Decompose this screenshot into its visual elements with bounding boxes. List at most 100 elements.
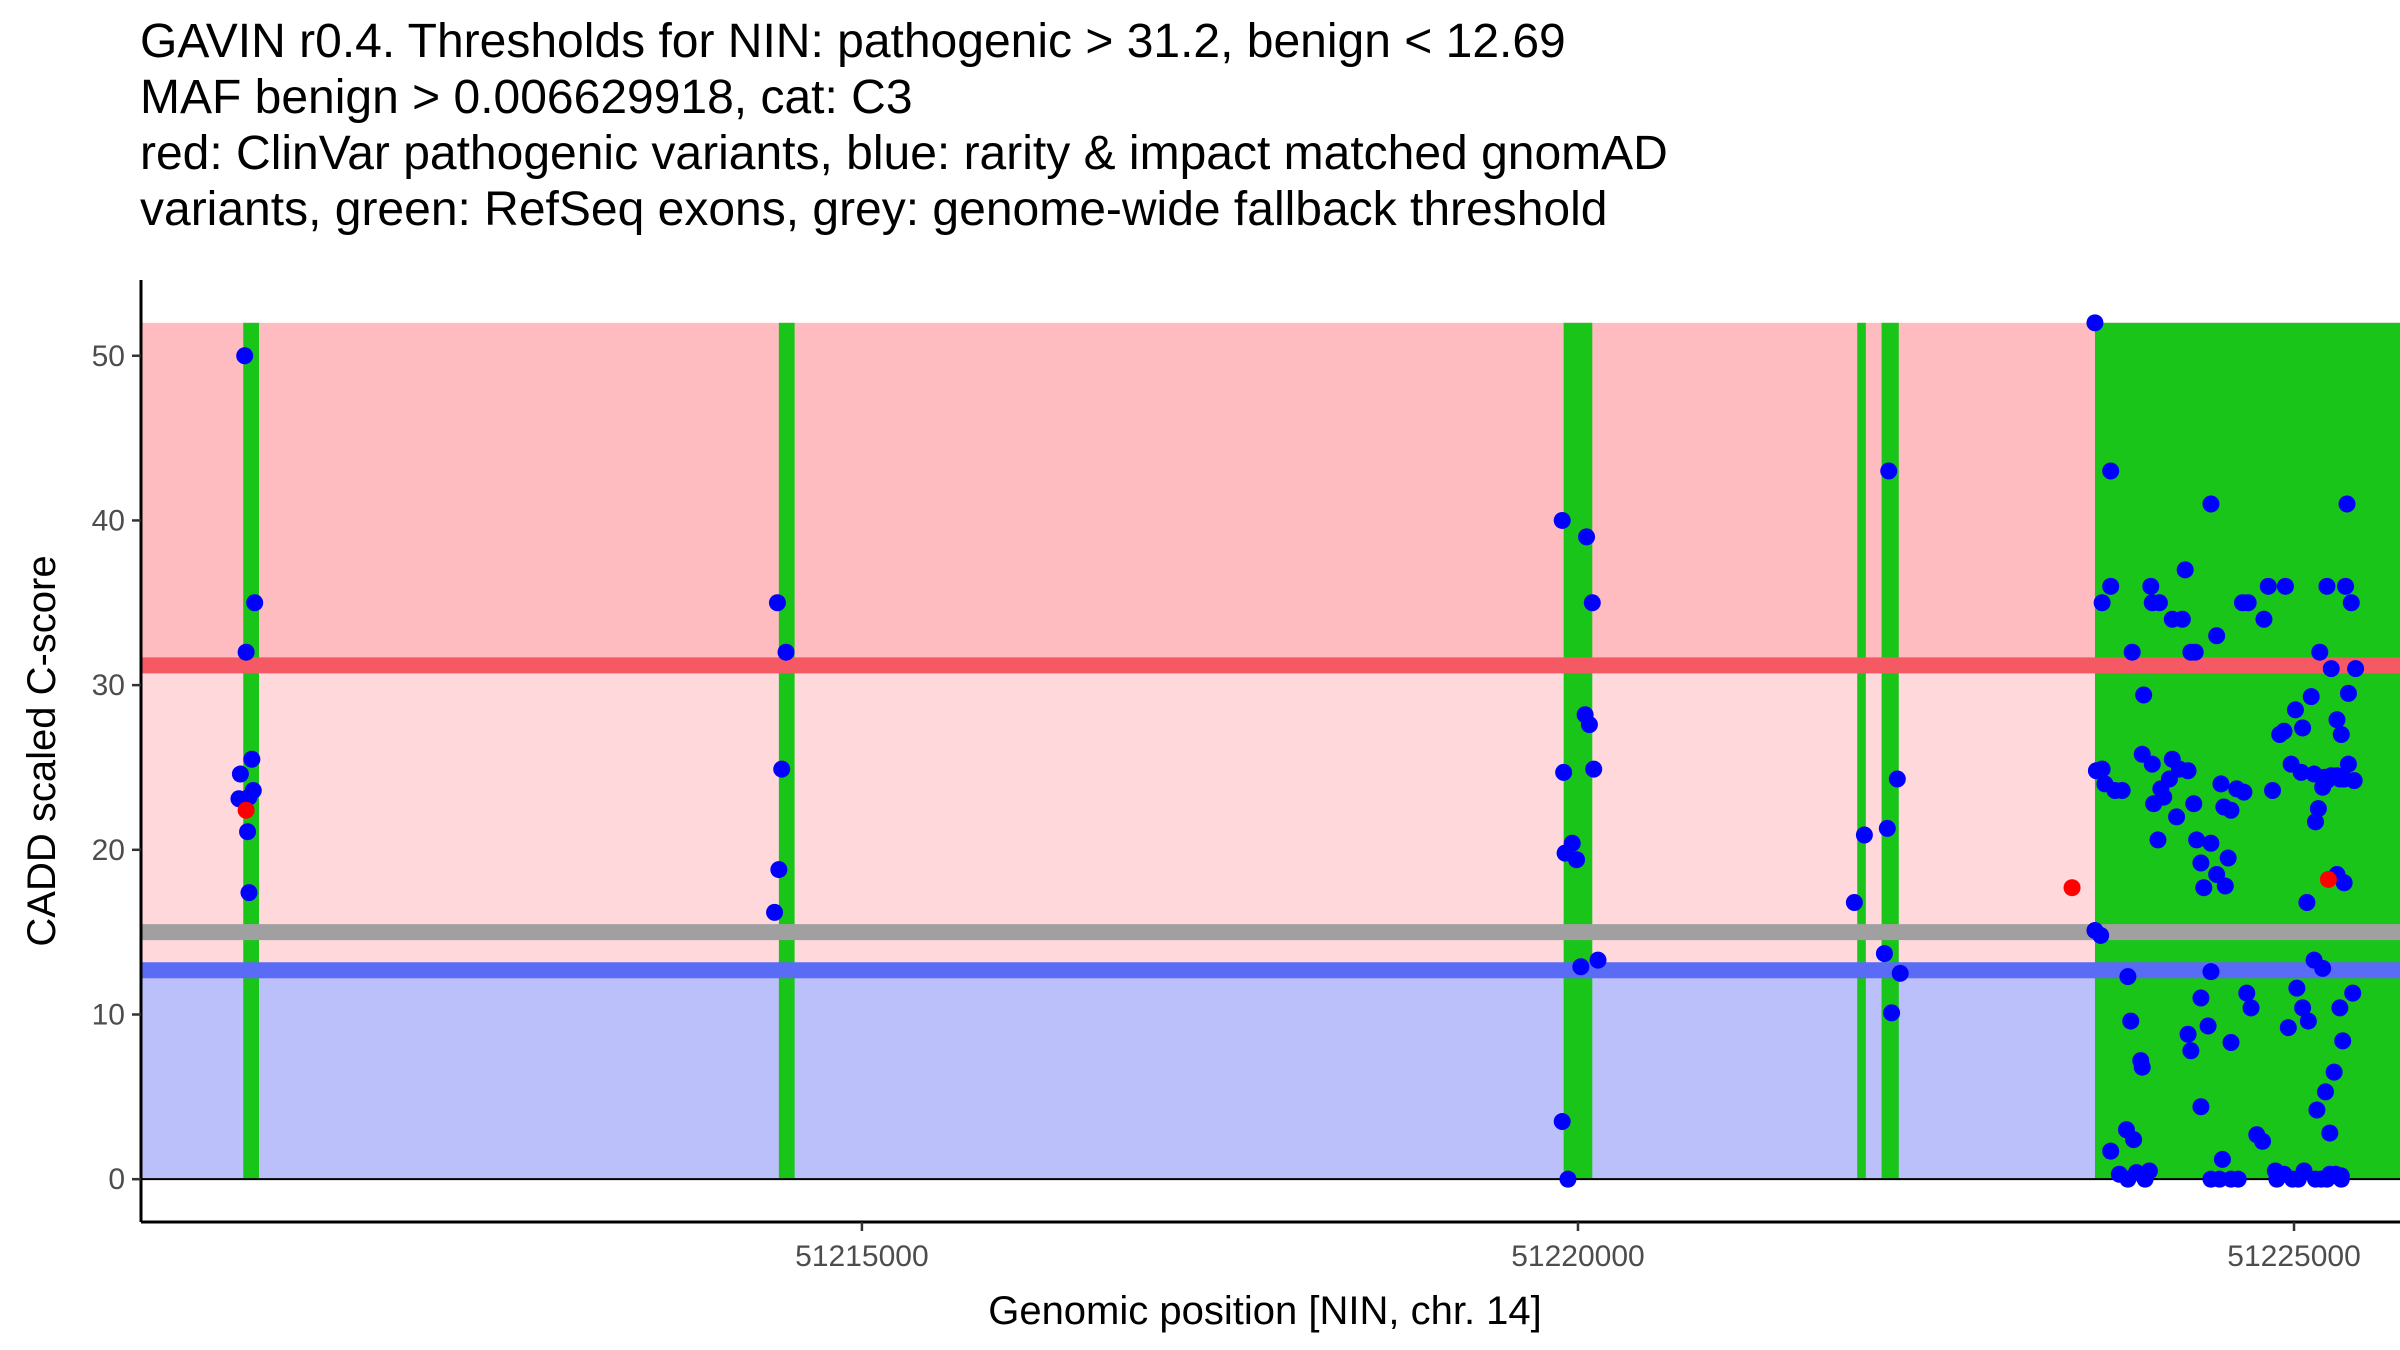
gnomad-point-11: [768, 594, 786, 612]
y-tick-label: 0: [108, 1163, 125, 1196]
gnomad-point-102: [2192, 1098, 2210, 1116]
gnomad-point-32: [1888, 770, 1906, 788]
gnomad-point-87: [2202, 834, 2220, 852]
gnomad-point-40: [2102, 577, 2120, 595]
gnomad-point-162: [2328, 711, 2346, 729]
gnomad-point-116: [2259, 577, 2277, 595]
exon-bar-3: [1563, 322, 1593, 1180]
gnomad-point-110: [2242, 999, 2260, 1017]
gnomad-point-167: [2342, 594, 2360, 612]
gnomad-point-61: [2142, 577, 2160, 595]
gnomad-point-2: [237, 643, 255, 661]
gnomad-point-163: [2332, 726, 2350, 744]
chart-title: GAVIN r0.4. Thresholds for NIN: pathogen…: [140, 14, 1668, 238]
gnomad-point-63: [2150, 594, 2168, 612]
gnomad-point-52: [2133, 1058, 2151, 1076]
y-tick-label: 10: [92, 998, 125, 1031]
gnomad-point-165: [2337, 577, 2355, 595]
x-tick-label: 51220000: [1511, 1240, 1644, 1273]
gnomad-point-124: [2294, 719, 2312, 737]
gnomad-point-123: [2292, 763, 2310, 781]
title-line-4: variants, green: RefSeq exons, grey: gen…: [140, 183, 1608, 236]
gnomad-point-95: [2235, 783, 2253, 801]
y-axis-title: CADD scaled C-score: [20, 555, 64, 946]
gnomad-point-137: [2307, 813, 2325, 831]
gnomad-point-3: [246, 594, 264, 612]
gnomad-point-120: [2275, 722, 2293, 740]
y-tick-label: 40: [92, 504, 125, 537]
gnomad-point-1: [236, 347, 254, 365]
gnomad-point-118: [2264, 782, 2282, 800]
gnomad-point-84: [2188, 831, 2206, 849]
gnomad-point-107: [2229, 1170, 2247, 1188]
clinvar-point-2: [2063, 879, 2081, 897]
gnomad-point-169: [2347, 660, 2365, 678]
gnomad-point-37: [1883, 1004, 1901, 1022]
gnomad-point-48: [2092, 926, 2110, 944]
gnomad-point-158: [2302, 688, 2320, 706]
exon-bar-5: [1881, 322, 1899, 1180]
clinvar-point-1: [237, 801, 255, 819]
gnomad-point-80: [2179, 762, 2197, 780]
gnomad-point-20: [1580, 716, 1598, 734]
gnomad-point-159: [2311, 643, 2329, 661]
gnomad-point-4: [231, 765, 249, 783]
gnomad-point-69: [2186, 643, 2204, 661]
title-line-2: MAF benign > 0.006629918, cat: C3: [140, 71, 913, 124]
gnomad-point-46: [2113, 782, 2131, 800]
gnomad-point-39: [2102, 462, 2120, 480]
gnomad-point-134: [2299, 1012, 2317, 1030]
gnomad-point-93: [2222, 801, 2240, 819]
gnomad-point-28: [1553, 1113, 1571, 1131]
gnomad-point-35: [1875, 945, 1893, 963]
variant-points: [230, 314, 2365, 1188]
gnomad-point-85: [2192, 854, 2210, 872]
gnomad-point-5: [243, 750, 261, 768]
gnomad-point-160: [2318, 577, 2336, 595]
x-axis-title: Genomic position [NIN, chr. 14]: [988, 1289, 1542, 1333]
gnomad-point-90: [2219, 849, 2237, 867]
gnomad-point-97: [2202, 963, 2220, 981]
gnomad-point-14: [770, 861, 788, 879]
gnomad-point-132: [2288, 979, 2306, 997]
gnomad-point-133: [2294, 999, 2312, 1017]
gnomad-point-104: [2213, 1150, 2231, 1168]
exon-bar-2: [778, 322, 795, 1180]
gnomad-point-22: [1585, 760, 1603, 778]
gnomad-point-131: [2279, 1019, 2297, 1037]
gnomad-point-96: [2208, 627, 2226, 645]
gnomad-point-176: [2332, 1167, 2350, 1185]
y-tick-label: 50: [92, 340, 125, 373]
pathogenic-region: [141, 322, 2400, 666]
gnomad-point-13: [773, 760, 791, 778]
gnomad-point-140: [2298, 894, 2316, 912]
gnomad-point-98: [2199, 1017, 2217, 1035]
gnomad-point-112: [2254, 1132, 2272, 1150]
gnomad-point-64: [2123, 643, 2141, 661]
gnomad-point-38: [2086, 314, 2104, 332]
gnomad-point-149: [2308, 1101, 2326, 1119]
gnomad-point-168: [2345, 772, 2363, 790]
gnomad-point-91: [2212, 775, 2230, 793]
y-tick-label: 30: [92, 669, 125, 702]
gnomad-point-12: [777, 643, 795, 661]
y-ticks: 0 10 20 30 40 50: [92, 340, 141, 1196]
gnomad-point-71: [2135, 686, 2153, 704]
gnomad-point-86: [2195, 879, 2213, 897]
gnomad-point-82: [2168, 808, 2186, 826]
gnomad-point-49: [2119, 968, 2137, 986]
gnomad-point-172: [2331, 999, 2349, 1017]
gnomad-point-89: [2216, 877, 2234, 895]
gnomad-point-16: [1553, 511, 1571, 529]
gnomad-point-173: [2339, 684, 2357, 702]
gnomad-point-148: [2339, 755, 2357, 773]
exon-bar-4: [1857, 322, 1866, 1180]
clinvar-point-3: [2319, 870, 2337, 888]
y-tick-label: 20: [92, 834, 125, 867]
gnomad-point-41: [2093, 594, 2111, 612]
gnomad-point-99: [2192, 989, 2210, 1007]
gnomad-point-161: [2322, 660, 2340, 678]
gnomad-point-10: [240, 884, 258, 902]
title-line-3: red: ClinVar pathogenic variants, blue: …: [140, 127, 1668, 180]
